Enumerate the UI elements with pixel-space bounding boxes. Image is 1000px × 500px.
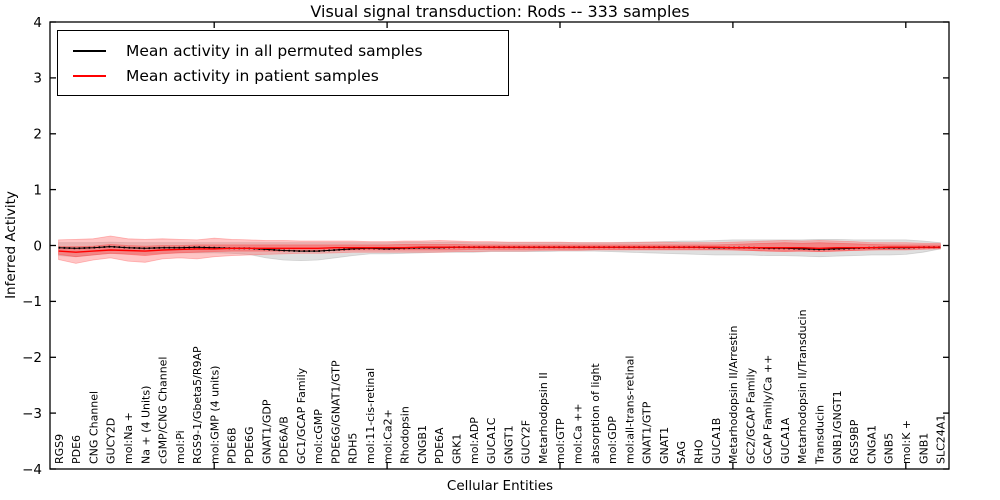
x-tick-label: GUCA1C — [485, 417, 498, 464]
x-tick-label: mol:all-trans-retinal — [623, 356, 636, 464]
x-tick-label: absorption of light — [589, 363, 602, 464]
x-tick-label: mol:Ca ++ — [572, 403, 585, 464]
band-patient-range-inner — [58, 242, 941, 258]
x-tick-label: GC1/GCAP Family — [295, 367, 308, 464]
x-tick-label: GNB5 — [883, 433, 896, 464]
x-tick-label: RDH5 — [347, 433, 360, 464]
x-tick-label: mol:11-cis-retinal — [364, 368, 377, 464]
legend-line-patient-icon — [73, 74, 106, 77]
x-tick-label: mol:ADP — [468, 417, 481, 464]
x-tick-label: GNGT1 — [502, 425, 515, 464]
legend: Mean activity in all permuted samples Me… — [57, 30, 509, 96]
y-tick-label: −1 — [22, 294, 42, 310]
band-patient-range-outer — [58, 235, 941, 264]
x-tick-label: SAG — [675, 441, 688, 464]
legend-label-permuted: Mean activity in all permuted samples — [126, 41, 423, 60]
x-tick-label: PDE6G/GNAT1/GTP — [330, 360, 343, 464]
x-tick-label: GNAT1/GDP — [260, 399, 273, 464]
x-tick-label: GUCY2F — [520, 420, 533, 464]
x-tick-label: mol:GDP — [606, 416, 619, 464]
x-tick-label: SLC24A1 — [935, 415, 948, 464]
x-tick-label: GCAP Family/Ca ++ — [762, 355, 775, 464]
x-tick-label: PDE6A — [433, 427, 446, 464]
x-tick-label: Metarhodopsin II — [537, 372, 550, 464]
x-tick-label: RGS9BP — [848, 419, 861, 464]
x-tick-label: GRK1 — [451, 434, 464, 464]
x-tick-label: mol:cGMP — [312, 409, 325, 464]
x-tick-label: GNAT1 — [658, 427, 671, 464]
x-tick-label: Metarhodopsin II/Transducin — [796, 309, 809, 464]
x-tick-label: GC2/GCAP Family — [744, 367, 757, 464]
chart-title: Visual signal transduction: Rods -- 333 … — [310, 2, 690, 21]
x-tick-label: mol:K + — [900, 420, 913, 464]
series-line-patient — [58, 246, 941, 253]
y-tick-label: −4 — [22, 462, 42, 478]
x-tick-label: PDE6A/B — [278, 416, 291, 464]
x-tick-label: mol:Pi — [174, 430, 187, 464]
legend-item-patient: Mean activity in patient samples — [58, 63, 508, 88]
y-tick-label: 2 — [33, 127, 42, 143]
x-tick-label: GUCA1B — [710, 418, 723, 464]
x-tick-label: mol:GTP — [554, 418, 567, 464]
x-tick-label: CNG Channel — [87, 391, 100, 464]
x-tick-label: Transducin — [814, 405, 827, 465]
x-tick-label: PDE6 — [70, 435, 83, 464]
x-tick-label: mol:Na + — [122, 412, 135, 464]
x-tick-label: Metarhodopsin II/Arrestin — [727, 326, 740, 464]
x-tick-label: cGMP/CNG Channel — [157, 357, 170, 465]
y-tick-label: 1 — [33, 182, 42, 198]
x-tick-label: GUCA1A — [779, 417, 792, 464]
x-tick-label: mol:Ca2+ — [381, 409, 394, 464]
y-tick-label: −2 — [22, 350, 42, 366]
x-tick-label: RGS9-1/Gbeta5/R9AP — [191, 346, 204, 464]
x-tick-label: PDE6G — [243, 426, 256, 464]
x-tick-label: RGS9 — [53, 434, 66, 464]
x-tick-label: CNGA1 — [865, 425, 878, 464]
x-tick-label: RHO — [693, 439, 706, 464]
y-tick-label: 4 — [33, 15, 42, 31]
x-tick-label: Rhodopsin — [399, 406, 412, 464]
x-tick-label: GNAT1/GTP — [641, 401, 654, 464]
x-tick-label: CNGB1 — [416, 425, 429, 464]
x-tick-label: PDE6B — [226, 427, 239, 464]
y-tick-label: 3 — [33, 71, 42, 87]
band-permuted-range — [58, 239, 941, 262]
x-tick-label: GUCY2D — [105, 418, 118, 464]
x-tick-label: GNB1 — [917, 433, 930, 464]
x-axis-label: Cellular Entities — [446, 478, 554, 494]
y-axis-label: Inferred Activity — [3, 191, 19, 299]
x-tick-label: mol:GMP (4 units) — [208, 366, 221, 464]
legend-label-patient: Mean activity in patient samples — [126, 66, 379, 85]
y-tick-label: −3 — [22, 406, 42, 422]
legend-item-permuted: Mean activity in all permuted samples — [58, 38, 508, 63]
y-tick-label: 0 — [33, 238, 42, 254]
legend-line-permuted-icon — [73, 49, 106, 52]
x-tick-label: GNB1/GNGT1 — [831, 390, 844, 464]
x-tick-label: Na + (4 Units) — [139, 386, 152, 464]
